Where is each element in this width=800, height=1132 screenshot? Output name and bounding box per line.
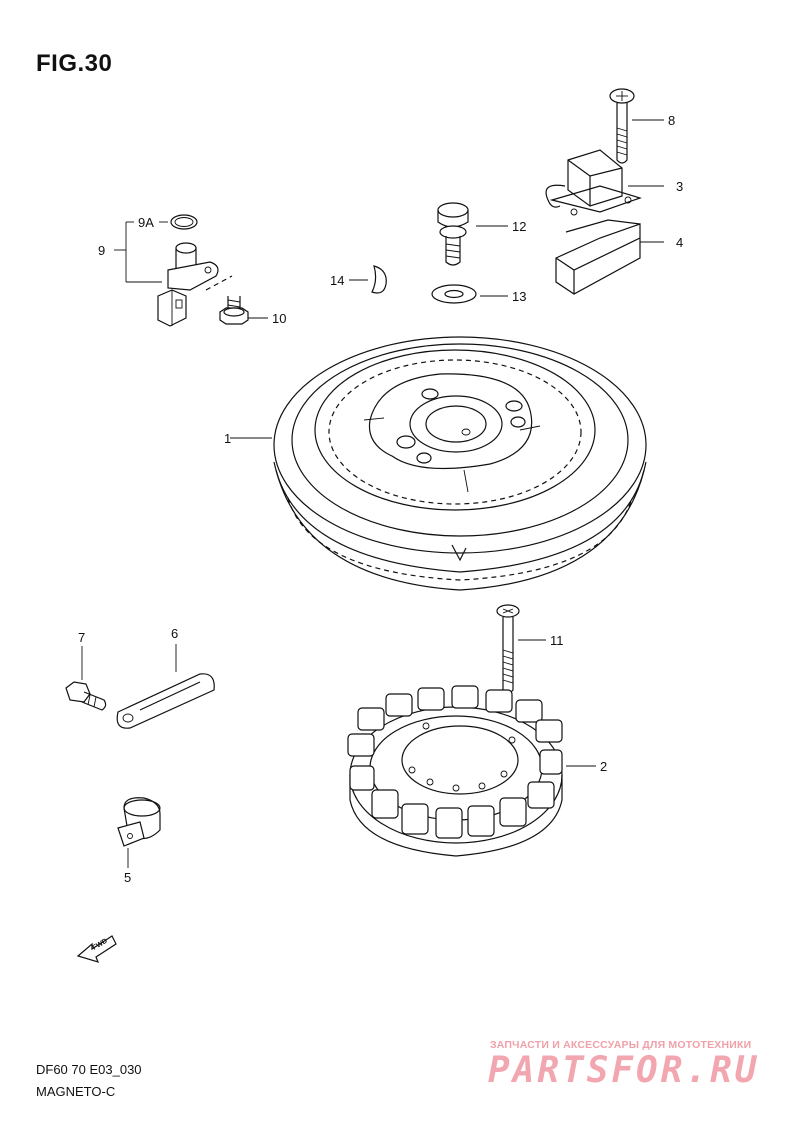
callout-5: 5 [124,870,131,885]
module-part-3 [545,149,664,216]
block-part-4 [555,219,664,295]
key-part-14 [349,265,387,294]
callout-8: 8 [668,113,675,128]
callout-6: 6 [171,626,178,641]
callout-9a: 9A [138,215,154,230]
sensor-part-9 [114,214,233,327]
stator-part-2 [347,685,596,857]
callout-11: 11 [550,633,564,648]
bolt-part-10 [219,296,268,325]
washer-part-13 [431,284,508,304]
callout-12: 12 [512,219,526,234]
callout-14: 14 [330,273,344,288]
callout-13: 13 [512,289,526,304]
section-name: MAGNETO-C [36,1084,116,1099]
figure-title: FIG.30 [36,50,113,77]
model-code: DF60 70 E03_030 [36,1062,142,1077]
callout-9: 9 [98,243,105,258]
bolt-part-8 [609,88,664,164]
flywheel-part-1 [230,336,647,591]
callout-4: 4 [676,235,683,250]
callout-7: 7 [78,630,85,645]
strap-part-6 [116,644,215,729]
forward-direction-arrow-icon: FWD [76,935,117,963]
watermark-tagline: ЗАПЧАСТИ И АКСЕССУАРЫ ДЛЯ МОТОТЕХНИКИ [490,1039,752,1051]
callout-2: 2 [600,759,607,774]
callout-10: 10 [272,311,286,326]
watermark-brand-logo: PARTSFOR.RU [488,1050,760,1091]
bolt-part-7 [65,646,107,711]
bolt-part-11 [496,604,546,694]
callout-3: 3 [676,179,683,194]
clamp-part-5 [117,797,161,868]
bolt-part-12 [437,202,508,266]
callout-1: 1 [224,431,231,446]
